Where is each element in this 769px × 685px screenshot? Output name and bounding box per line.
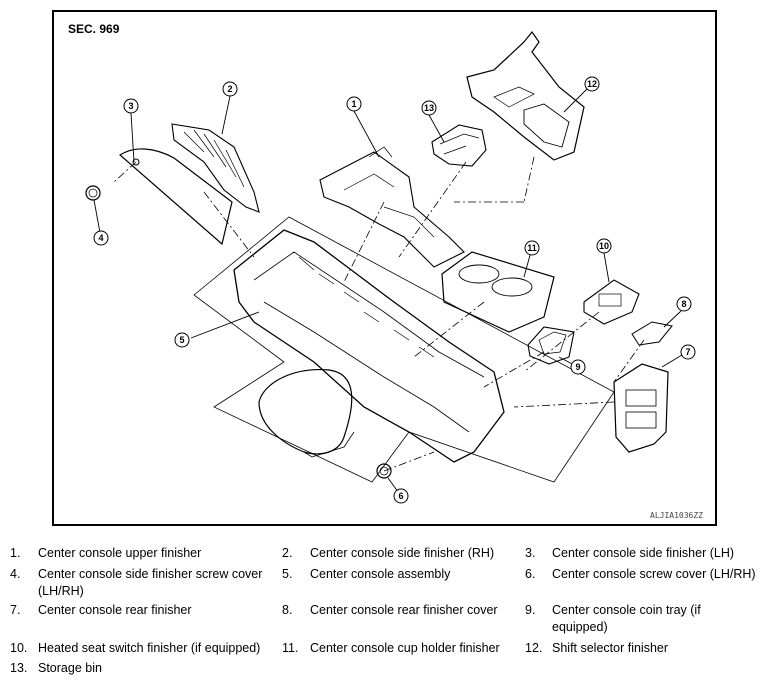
legend-num: 8.: [282, 603, 293, 617]
callout-7: 7: [680, 344, 696, 360]
assembly-lines: [113, 156, 645, 472]
callout-6: 6: [393, 488, 409, 504]
legend-num: 5.: [282, 567, 293, 581]
svg-text:7: 7: [685, 347, 690, 357]
callout-1: 1: [346, 96, 362, 112]
legend-label: Center console assembly: [310, 567, 451, 581]
svg-text:13: 13: [424, 103, 434, 113]
svg-text:2: 2: [227, 84, 232, 94]
console-assembly-part: [233, 229, 505, 463]
image-code: ALJIA1036ZZ: [650, 511, 703, 520]
shift-selector-finisher-part: [466, 30, 585, 161]
storage-bin-part: [431, 124, 487, 167]
svg-text:12: 12: [587, 79, 597, 89]
screw-cover-ring-6: [376, 463, 392, 479]
screw-cover-ring-4: [85, 185, 101, 201]
heated-seat-switch-finisher-part: [583, 279, 640, 325]
rear-finisher-cover-part: [631, 321, 673, 346]
callout-4: 4: [93, 230, 109, 246]
legend-label: Storage bin: [38, 661, 102, 675]
leader-lines: [93, 83, 688, 497]
callout-5: 5: [174, 332, 190, 348]
legend-num: 4.: [10, 567, 21, 581]
svg-text:10: 10: [599, 241, 609, 251]
section-label: SEC. 969: [68, 22, 120, 36]
exploded-view-drawing: 3 2 1 13 12 11 10 8 7 9 5 4 6: [85, 30, 696, 504]
legend-num: 7.: [10, 603, 21, 617]
callout-11: 11: [524, 240, 540, 256]
rear-finisher-part: [613, 363, 669, 453]
callout-13: 13: [421, 100, 437, 116]
legend-label: Center console rear finisher: [38, 603, 192, 617]
callouts: 3 2 1 13 12 11 10 8 7 9 5 4 6: [93, 76, 696, 504]
callout-2: 2: [222, 81, 238, 97]
legend-num: 3.: [525, 546, 536, 560]
coin-tray-part: [527, 326, 575, 365]
legend-num: 9.: [525, 603, 536, 617]
svg-text:8: 8: [681, 299, 686, 309]
side-finisher-lh-hole: [132, 158, 140, 166]
legend-label: Center console screw cover (LH/RH): [552, 567, 756, 581]
legend-label: Center console side finisher screw cover…: [38, 567, 263, 598]
legend-num: 10.: [10, 641, 28, 655]
svg-text:3: 3: [128, 101, 133, 111]
legend-num: 12.: [525, 641, 543, 655]
legend-label: Center console rear finisher cover: [310, 603, 498, 617]
svg-text:9: 9: [575, 362, 580, 372]
upper-finisher-part: [319, 151, 465, 268]
callout-12: 12: [584, 76, 600, 92]
legend-num: 1.: [10, 546, 21, 560]
legend-label: Center console side finisher (LH): [552, 546, 735, 560]
svg-text:4: 4: [98, 233, 103, 243]
legend-num: 11.: [282, 641, 299, 655]
svg-text:1: 1: [351, 99, 356, 109]
callout-8: 8: [676, 296, 692, 312]
console-assembly-plane: [193, 216, 615, 483]
legend-num: 2.: [282, 546, 293, 560]
legend-num: 6.: [525, 567, 536, 581]
legend-label: Center console coin tray (if equipped): [552, 603, 701, 634]
svg-text:5: 5: [179, 335, 184, 345]
side-finisher-rh-part: [171, 123, 260, 213]
side-finisher-lh-part: [119, 148, 233, 246]
legend-label: Shift selector finisher: [552, 641, 669, 655]
cup-holder-finisher-part: [441, 251, 555, 333]
svg-text:6: 6: [398, 491, 403, 501]
legend-label: Heated seat switch finisher (if equipped…: [38, 641, 261, 655]
legend-label: Center console upper finisher: [38, 546, 202, 560]
svg-text:11: 11: [527, 243, 537, 253]
legend-num: 13.: [10, 661, 28, 675]
legend-label: Center console cup holder finisher: [310, 641, 500, 655]
armrest-lid-part: [258, 369, 353, 455]
callout-10: 10: [596, 238, 612, 254]
diagram-frame: SEC. 969: [52, 10, 717, 526]
callout-9: 9: [570, 359, 586, 375]
callout-3: 3: [123, 98, 139, 114]
legend-label: Center console side finisher (RH): [310, 546, 495, 560]
